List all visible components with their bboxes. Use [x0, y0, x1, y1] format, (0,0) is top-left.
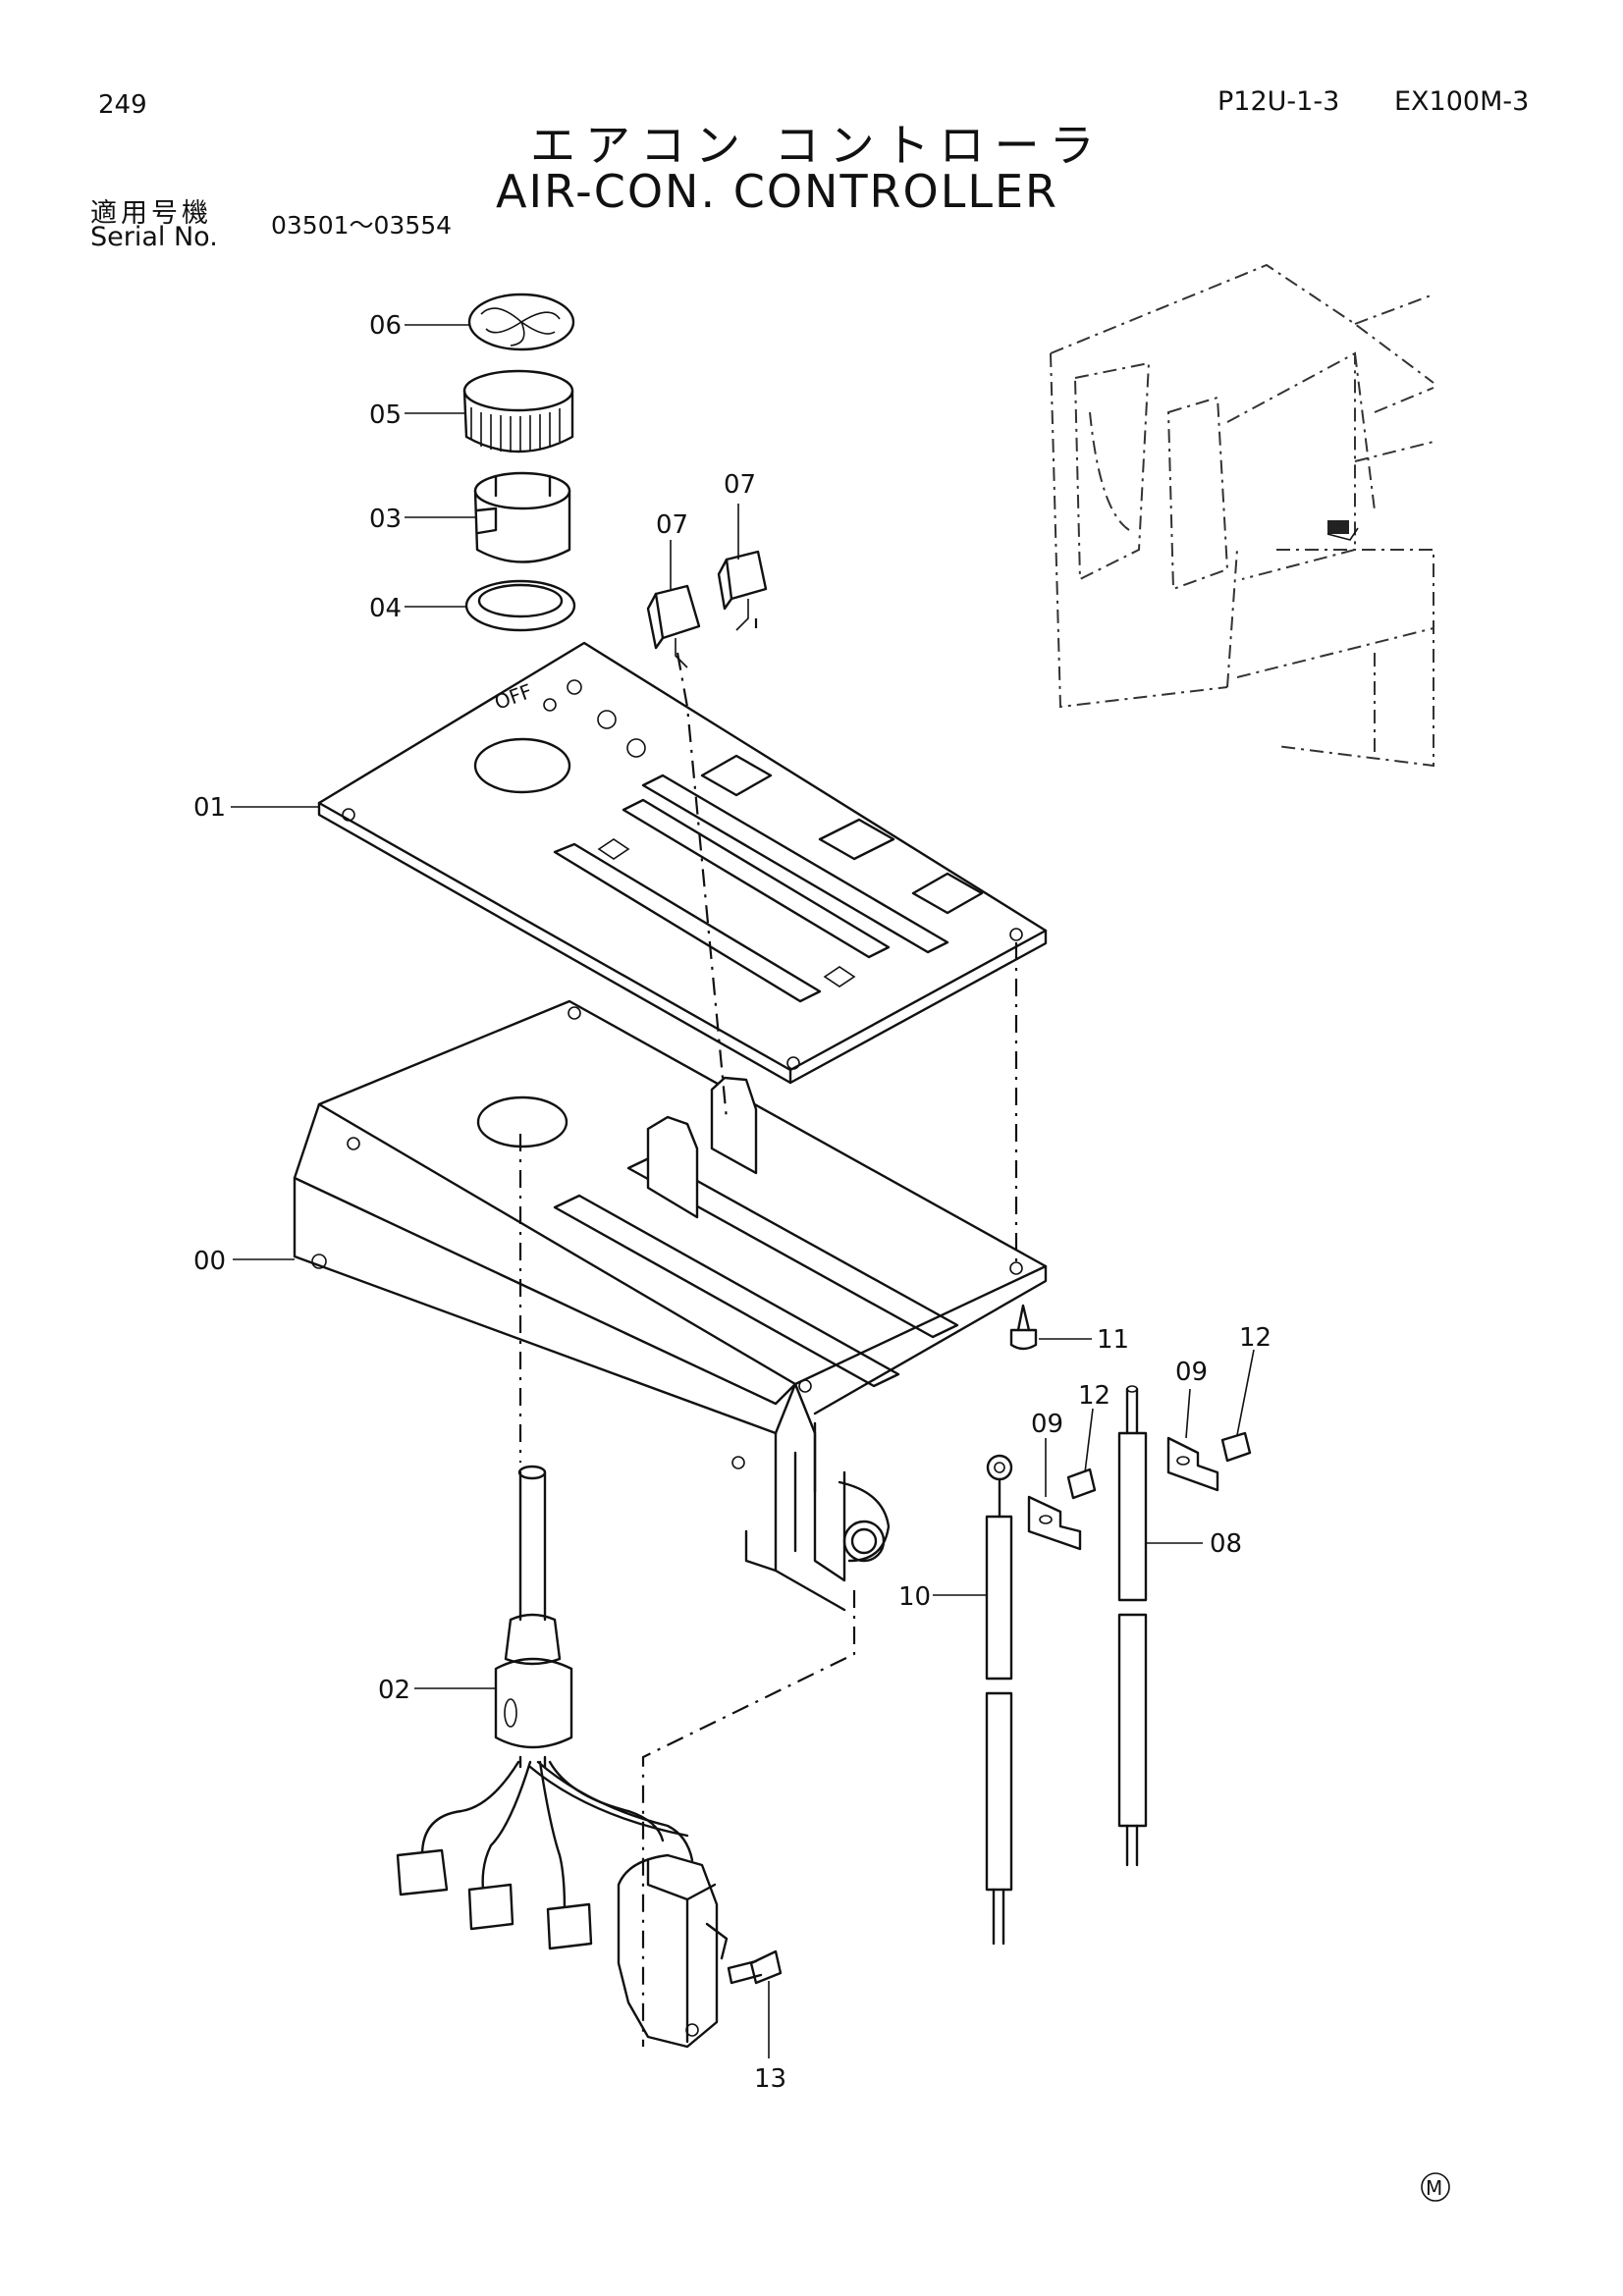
- page-number: 249: [98, 90, 147, 120]
- knob: [473, 471, 571, 563]
- callout-00: 00: [193, 1247, 226, 1276]
- machine-model: EX100M-3: [1394, 86, 1530, 117]
- screw-13: [727, 1949, 783, 1985]
- serial-range: 03501～03554: [271, 211, 453, 240]
- serial-label-english: Serial No.: [90, 222, 218, 252]
- callout-04: 04: [369, 594, 402, 623]
- clamp-09-left: [1027, 1495, 1082, 1551]
- callout-03: 03: [369, 505, 402, 534]
- cover-plate: OFF: [317, 641, 1048, 1085]
- knob-ring: [462, 369, 574, 454]
- washer: [464, 579, 576, 632]
- controller-housing: [293, 999, 1048, 1612]
- clamp-09-right: [1166, 1436, 1219, 1492]
- callout-08: 08: [1210, 1529, 1242, 1559]
- lever-knob-right: [717, 550, 768, 611]
- footer-mark: M: [1421, 2172, 1450, 2202]
- callout-06: 06: [369, 311, 402, 341]
- callout-07-left: 07: [656, 510, 688, 540]
- callout-09-left: 09: [1031, 1410, 1063, 1439]
- wire-harness: [396, 1760, 694, 1950]
- callout-12-right: 12: [1239, 1323, 1271, 1353]
- callout-07-right: 07: [724, 470, 756, 500]
- bolt-12-right: [1220, 1431, 1252, 1463]
- callout-05: 05: [369, 400, 402, 430]
- controller-module: [617, 1853, 729, 2049]
- lever-knob-left: [646, 584, 701, 650]
- callout-11: 11: [1097, 1325, 1129, 1355]
- screw-11: [1009, 1304, 1038, 1351]
- callout-10: 10: [898, 1582, 931, 1612]
- footer-mark-letter: M: [1426, 2176, 1442, 2200]
- title-japanese: エアコン コントローラ: [530, 119, 1105, 172]
- callout-12-left: 12: [1078, 1381, 1110, 1411]
- cable-10: [985, 1454, 1013, 1946]
- bolt-12-left: [1066, 1468, 1097, 1500]
- callout-09-right: 09: [1175, 1358, 1208, 1387]
- callout-02: 02: [378, 1676, 410, 1705]
- cab-location-view: [1050, 263, 1434, 768]
- fan-knob-cap: [467, 293, 575, 351]
- callout-01: 01: [193, 793, 226, 823]
- cable-08: [1117, 1385, 1148, 1867]
- title-english: AIR-CON. CONTROLLER: [496, 165, 1058, 218]
- rotary-switch: [494, 1465, 573, 1769]
- callout-13: 13: [754, 2064, 786, 2094]
- document-code: P12U-1-3: [1217, 86, 1340, 117]
- serial-label-japanese: 適用号機: [90, 198, 212, 229]
